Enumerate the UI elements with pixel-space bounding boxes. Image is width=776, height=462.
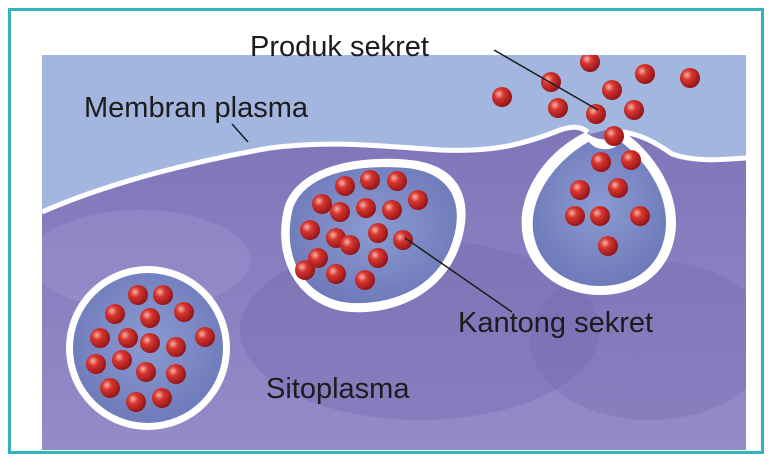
label-sitoplasma: Sitoplasma (266, 373, 410, 405)
label-produk-sekret: Produk sekret (250, 31, 429, 63)
label-kantong-sekret: Kantong sekret (458, 307, 653, 339)
label-membran-plasma: Membran plasma (84, 92, 309, 124)
